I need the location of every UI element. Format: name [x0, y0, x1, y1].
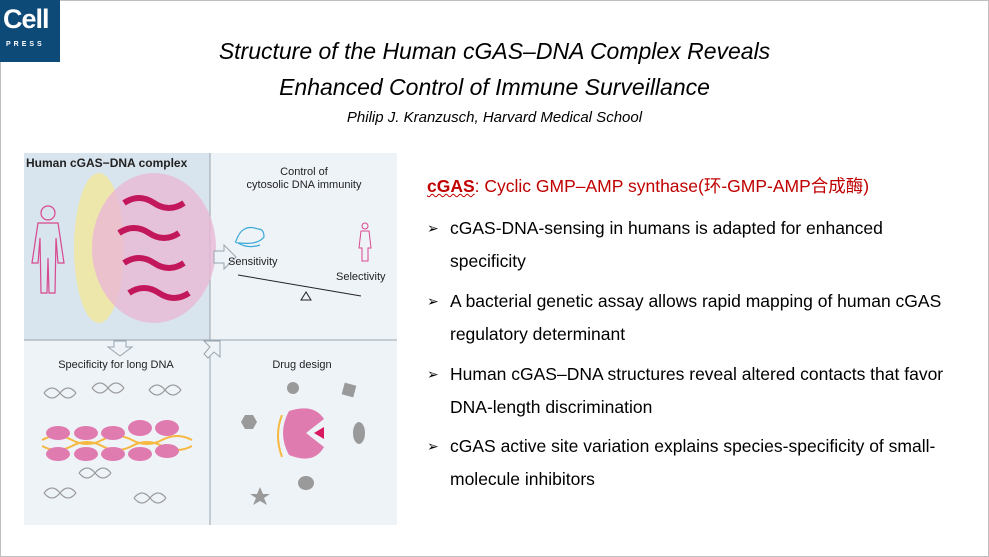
cgas-definition-text: : Cyclic GMP–AMP synthase(环-GMP-AMP合成酶)	[474, 176, 870, 196]
logo-subtext: PRESS	[6, 41, 45, 48]
logo-text: Cell	[3, 4, 50, 34]
slide-title-line1: Structure of the Human cGAS–DNA Complex …	[218, 38, 771, 64]
slide-author: Philip J. Kranzusch, Harvard Medical Sch…	[346, 109, 643, 126]
bullet-text: cGAS-DNA-sensing in humans is adapted fo…	[450, 218, 883, 271]
panel4-title: Drug design	[272, 359, 331, 371]
bullet-arrow-icon: ➢	[427, 366, 439, 382]
bullet-item: ➢ cGAS active site variation explains spe…	[427, 430, 947, 496]
bullet-item: ➢ cGAS-DNA-sensing in humans is adapted f…	[427, 212, 947, 278]
bullet-arrow-icon: ➢	[427, 438, 439, 454]
slide-title-line2: Enhanced Control of Immune Surveillance	[279, 74, 710, 100]
panel2-title-line2: cytosolic DNA immunity	[247, 179, 362, 191]
panel2-title-line1: Control of	[280, 166, 329, 178]
bullet-text: Human cGAS–DNA structures reveal altered…	[450, 364, 944, 417]
human-small-icon	[358, 222, 372, 262]
graphical-abstract: Human cGAS−DNA complex Control of cytoso…	[24, 153, 397, 525]
selectivity-label: Selectivity	[336, 271, 386, 283]
bullet-arrow-icon: ➢	[427, 293, 439, 309]
dna-protein-structure	[74, 173, 216, 323]
cgas-term: cGAS	[427, 176, 475, 196]
bullet-item: ➢ Human cGAS–DNA structures reveal altere…	[427, 358, 947, 424]
cgas-dna-ladder	[41, 420, 193, 461]
drug-molecules	[241, 382, 365, 505]
bullet-text: cGAS active site variation explains spec…	[450, 436, 936, 489]
cgas-inhibitor-complex	[277, 408, 324, 459]
mouse-icon	[234, 226, 265, 248]
panel1-title: Human cGAS−DNA complex	[26, 156, 188, 170]
dna-fragments	[43, 382, 182, 504]
sensitivity-label: Sensitivity	[228, 256, 278, 268]
bullet-text: A bacterial genetic assay allows rapid m…	[450, 291, 942, 344]
cgas-definition: cGAS: Cyclic GMP–AMP synthase(环-GMP-AMP合…	[427, 173, 869, 198]
bullet-item: ➢ A bacterial genetic assay allows rapid …	[427, 285, 947, 351]
bullet-arrow-icon: ➢	[427, 220, 439, 236]
balance-fulcrum-icon	[300, 291, 312, 301]
panel3-title: Specificity for long DNA	[58, 359, 174, 371]
cell-press-logo: Cell PRESS	[0, 0, 60, 62]
human-silhouette-icon	[31, 205, 65, 294]
